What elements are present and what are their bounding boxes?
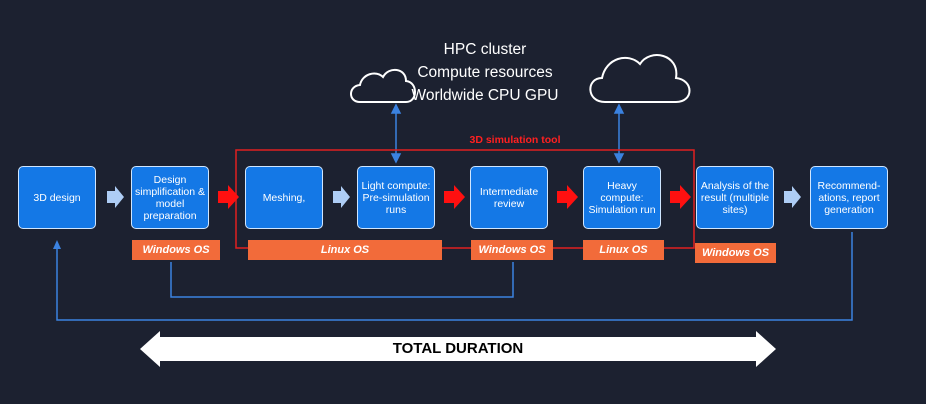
- hpc-line: Worldwide CPU GPU: [411, 87, 559, 104]
- step-arrow-red: [218, 185, 239, 209]
- cloud-connector-left: [390, 103, 402, 164]
- step-arrow-light: [333, 186, 350, 208]
- step-recommendations: Recommend-ations, report generation: [810, 166, 888, 229]
- step-analysis: Analysis of the result (multiple sites): [696, 166, 774, 229]
- step-light-compute: Light compute: Pre-simulation runs: [357, 166, 435, 229]
- loop-review-to-prep: [170, 262, 514, 298]
- step-heavy-compute: Heavy compute: Simulation run: [583, 166, 661, 229]
- hpc-cluster-label: HPC cluster Compute resources Worldwide …: [405, 38, 565, 107]
- hpc-line: HPC cluster: [443, 41, 527, 58]
- step-design-simplification: Design simplification & model preparatio…: [131, 166, 209, 229]
- os-badge-windows: Windows OS: [695, 243, 776, 263]
- step-arrow-light: [107, 186, 124, 208]
- total-duration-label: TOTAL DURATION: [392, 340, 524, 357]
- cloud-icon: [350, 69, 416, 103]
- cloud-connector-right: [613, 103, 625, 164]
- cloud-icon: [589, 54, 691, 103]
- step-arrow-red: [557, 185, 578, 209]
- hpc-line: Compute resources: [417, 64, 553, 81]
- simulation-tool-label: 3D simulation tool: [469, 134, 561, 146]
- step-arrow-red: [670, 185, 691, 209]
- os-badge-linux: Linux OS: [583, 240, 664, 260]
- step-arrow-red: [444, 185, 465, 209]
- loop-arrowhead-up: [53, 240, 61, 249]
- step-intermediate-review: Intermediate review: [470, 166, 548, 229]
- os-badge-linux: Linux OS: [248, 240, 442, 260]
- loop-recommendations-to-design: [56, 232, 853, 321]
- os-badge-windows: Windows OS: [132, 240, 220, 260]
- total-duration-arrow: [140, 331, 776, 367]
- step-meshing: Meshing,: [245, 166, 323, 229]
- step-3d-design: 3D design: [18, 166, 96, 229]
- step-arrow-light: [784, 186, 801, 208]
- os-badge-windows: Windows OS: [471, 240, 553, 260]
